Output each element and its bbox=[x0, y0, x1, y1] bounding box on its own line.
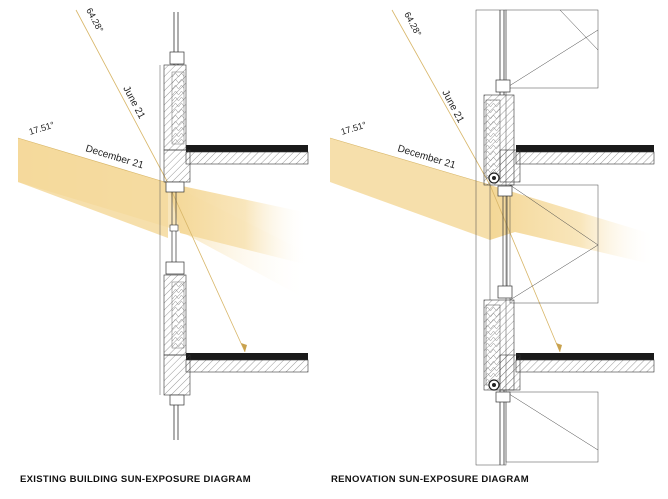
lower-shade-box bbox=[505, 391, 599, 463]
window-top-frame-r bbox=[497, 185, 513, 197]
winter-sun-ray bbox=[17, 137, 169, 184]
upper-slab-top bbox=[186, 145, 308, 152]
lower-shade-diag bbox=[505, 391, 599, 451]
upper-wall-inner bbox=[171, 71, 185, 145]
lower-slab-top bbox=[186, 353, 308, 360]
winter-sun-ray-r bbox=[329, 137, 491, 186]
lower-insulation-r bbox=[485, 304, 501, 386]
summer-ray-arrow-r bbox=[556, 343, 562, 352]
caption-existing: EXISTING BUILDING SUN-EXPOSURE DIAGRAM bbox=[20, 474, 251, 485]
window-mullion bbox=[169, 224, 179, 232]
upper-slab-hatch bbox=[185, 151, 309, 165]
left-facade-outline bbox=[475, 9, 507, 466]
lower-wall-inner bbox=[171, 281, 185, 349]
window-top-frame bbox=[165, 181, 185, 193]
upper-shade-diag-2 bbox=[559, 9, 599, 51]
summer-angle-label: 64.28° bbox=[84, 6, 105, 34]
summer-ray-interior-r bbox=[489, 184, 561, 353]
summer-date-label-r: June 21 bbox=[439, 88, 466, 125]
winter-sun-fill-upper bbox=[18, 138, 168, 238]
bottom-window-frame bbox=[169, 394, 185, 406]
window-bottom-frame-r bbox=[497, 285, 513, 299]
upper-shade-box bbox=[505, 9, 599, 89]
renovation-diagram: 64.28° June 21 17.51° December 21 bbox=[329, 9, 655, 466]
winter-sun-fill-interior bbox=[168, 183, 308, 265]
upper-insulation-r bbox=[485, 99, 501, 179]
bottom-window-frame-r bbox=[495, 391, 511, 403]
winter-sun-beam-r bbox=[490, 185, 655, 265]
winter-angle-label: 17.51° bbox=[28, 120, 56, 137]
caption-renovation: RENOVATION SUN-EXPOSURE DIAGRAM bbox=[331, 474, 529, 485]
mid-shade-box bbox=[509, 184, 599, 304]
existing-building-diagram: 64.28° June 21 17.51° December 21 bbox=[17, 6, 309, 440]
winter-sun-fill-upper-r bbox=[330, 138, 490, 240]
summer-ray-arrow bbox=[241, 343, 247, 352]
summer-ray-interior bbox=[167, 182, 246, 353]
upper-shade-diag bbox=[505, 29, 599, 89]
top-window-frame-r bbox=[495, 79, 511, 93]
blind-roller-lower-core bbox=[492, 383, 496, 387]
lower-slab-top-r bbox=[516, 353, 654, 360]
summer-date-label: June 21 bbox=[120, 84, 147, 121]
mid-shade-diag-2 bbox=[509, 244, 599, 301]
blind-roller-upper-core bbox=[492, 176, 496, 180]
mid-shade-diag bbox=[509, 184, 599, 246]
window-bottom-frame bbox=[165, 261, 185, 275]
upper-slab-hatch-r bbox=[515, 151, 655, 165]
top-window-frame bbox=[169, 51, 185, 65]
upper-slab-top-r bbox=[516, 145, 654, 152]
summer-sun-ray bbox=[75, 9, 169, 184]
lower-slab-hatch-r bbox=[515, 359, 655, 373]
summer-sun-ray-r bbox=[391, 9, 491, 186]
upper-beam bbox=[163, 149, 191, 183]
lower-slab-hatch bbox=[185, 359, 309, 373]
lower-beam bbox=[163, 354, 191, 396]
winter-angle-label-r: 17.51° bbox=[340, 120, 368, 137]
